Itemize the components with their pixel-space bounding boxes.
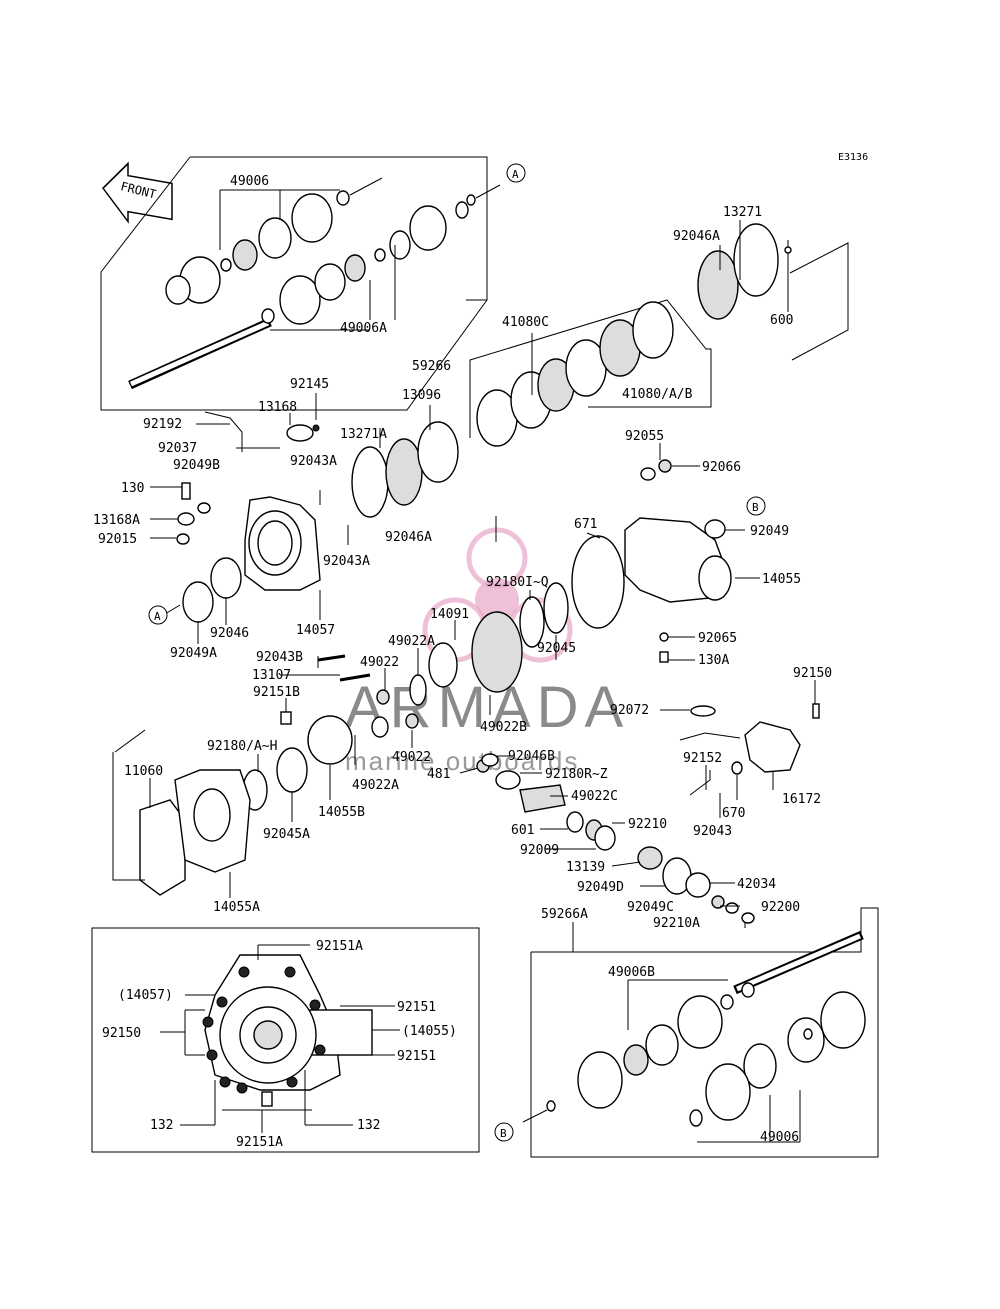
part-label: 92037 xyxy=(158,441,197,456)
svg-text:B: B xyxy=(752,501,759,514)
part-label: 92049A xyxy=(170,646,217,661)
rear-axle-group xyxy=(522,907,879,1158)
leader-lines xyxy=(149,189,816,1143)
part-label: 49022A xyxy=(352,778,399,793)
svg-text:A: A xyxy=(512,168,519,181)
ref-marker-a-left: A xyxy=(148,605,168,625)
part-label: 13271 xyxy=(723,205,762,220)
part-label: 49006 xyxy=(760,1130,799,1145)
part-label: 49022 xyxy=(360,655,399,670)
part-label: 49006B xyxy=(608,965,655,980)
part-label: 92150 xyxy=(102,1026,141,1041)
part-label: 92200 xyxy=(761,900,800,915)
part-label: 13139 xyxy=(566,860,605,875)
diagram-code: E3136 xyxy=(838,152,868,163)
part-label: 600 xyxy=(770,313,793,328)
part-label: 49006A xyxy=(340,321,387,336)
part-label: 92210A xyxy=(653,916,700,931)
part-label: 49022C xyxy=(571,789,618,804)
part-label: 132 xyxy=(150,1118,173,1133)
middle-parts xyxy=(112,411,820,924)
svg-text:B: B xyxy=(500,1127,507,1140)
part-label: 92152 xyxy=(683,751,722,766)
part-label: 92046B xyxy=(508,749,555,764)
part-label: 481 xyxy=(427,767,450,782)
part-label: 130 xyxy=(121,481,144,496)
part-label: 14055A xyxy=(213,900,260,915)
part-label: 92180R~Z xyxy=(545,767,608,782)
part-label: 14055 xyxy=(762,572,801,587)
part-label: 671 xyxy=(574,517,597,532)
part-label: 49022B xyxy=(480,720,527,735)
clutch-pack-group xyxy=(469,223,849,447)
part-label: 16172 xyxy=(782,792,821,807)
part-label: 59266A xyxy=(541,907,588,922)
part-label: 92151A xyxy=(316,939,363,954)
part-label: 13096 xyxy=(402,388,441,403)
part-label: 670 xyxy=(722,806,745,821)
part-label: 92046A xyxy=(673,229,720,244)
part-label: 13168A xyxy=(93,513,140,528)
part-label: 49022A xyxy=(388,634,435,649)
part-label: 92009 xyxy=(520,843,559,858)
part-label: 14091 xyxy=(430,607,469,622)
svg-text:A: A xyxy=(154,610,161,623)
part-label: 41080C xyxy=(502,315,549,330)
part-label: 130A xyxy=(698,653,729,668)
part-label: 14055B xyxy=(318,805,365,820)
part-label: 49006 xyxy=(230,174,269,189)
part-label: 49022 xyxy=(392,750,431,765)
part-label: 92192 xyxy=(143,417,182,432)
part-label: 14057 xyxy=(296,623,335,638)
part-label: 92151B xyxy=(253,685,300,700)
part-label: 92180I~Q xyxy=(486,575,549,590)
part-label: 92151 xyxy=(397,1049,436,1064)
part-label: 601 xyxy=(511,823,534,838)
ref-marker-b-right: B xyxy=(746,496,766,516)
part-label: 92065 xyxy=(698,631,737,646)
part-label: 92145 xyxy=(290,377,329,392)
part-label: (14057) xyxy=(118,988,173,1003)
part-label: 92049C xyxy=(627,900,674,915)
part-label: 92045 xyxy=(537,641,576,656)
part-label: 92049D xyxy=(577,880,624,895)
part-label: 92015 xyxy=(98,532,137,547)
ref-marker-a-top: A xyxy=(506,163,526,183)
part-label: 92072 xyxy=(610,703,649,718)
front-axle-group xyxy=(100,156,501,411)
watermark-tagline: marine outboards xyxy=(345,746,579,776)
part-label: 92045A xyxy=(263,827,310,842)
part-label: 92043 xyxy=(693,824,732,839)
front-arrow-icon: FRONT xyxy=(102,161,173,224)
part-label: 13168 xyxy=(258,400,297,415)
watermark-logo: ARMADA marine outboards xyxy=(345,527,623,776)
part-label: 13271A xyxy=(340,427,387,442)
part-label: 92150 xyxy=(793,666,832,681)
part-label: 92066 xyxy=(702,460,741,475)
part-label: 13107 xyxy=(252,668,291,683)
part-label: 92210 xyxy=(628,817,667,832)
part-label: 59266 xyxy=(412,359,451,374)
part-label: 92043A xyxy=(290,454,337,469)
ref-marker-b-bottom: B xyxy=(494,1122,514,1142)
part-label: (14055) xyxy=(402,1024,457,1039)
bolt-inset xyxy=(91,927,480,1153)
part-label: 11060 xyxy=(124,764,163,779)
part-label: 92049B xyxy=(173,458,220,473)
part-label: 41080/A/B xyxy=(622,387,693,402)
part-label: 132 xyxy=(357,1118,380,1133)
part-label: 92043A xyxy=(323,554,370,569)
part-label: 42034 xyxy=(737,877,776,892)
part-label: 92151 xyxy=(397,1000,436,1015)
part-label: 92055 xyxy=(625,429,664,444)
part-label: 92151A xyxy=(236,1135,283,1150)
part-labels: 49006 49006A 59266 13271 92046A 600 4108… xyxy=(93,174,832,1150)
part-label: 92043B xyxy=(256,650,303,665)
part-label: 92046 xyxy=(210,626,249,641)
part-label: 92049 xyxy=(750,524,789,539)
part-label: 92180/A~H xyxy=(207,739,277,754)
part-label: 92046A xyxy=(385,530,432,545)
